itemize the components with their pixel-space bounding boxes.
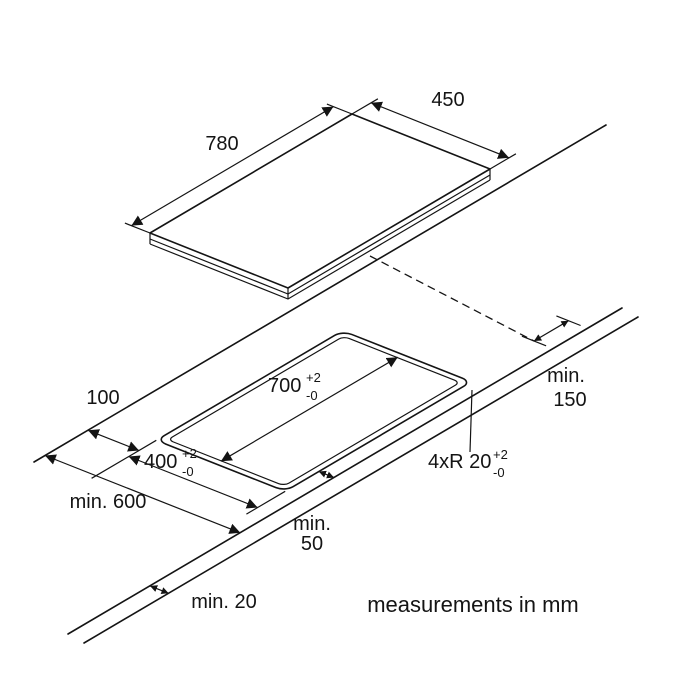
- worktop-front-edge: [67, 307, 623, 635]
- label-front-distance-word: min.: [293, 513, 331, 535]
- label-cutout-width-tol-minus: -0: [182, 464, 194, 479]
- dim-700-arrow: [220, 356, 399, 462]
- dim-min20-arrow: [149, 585, 169, 594]
- label-lower-gap: min. 20: [191, 591, 257, 613]
- label-hob-width: 780: [205, 133, 238, 155]
- dim-min600-arrow: [44, 454, 241, 534]
- label-side-distance-value: 150: [553, 389, 586, 411]
- dim-min150-arrow: [533, 320, 569, 342]
- label-corner-radius: 4xR 20: [428, 451, 491, 473]
- worktop-back-edge: [33, 124, 607, 463]
- worktop-front-edge-lower: [83, 316, 639, 644]
- label-cutout-length: 700: [268, 375, 301, 397]
- label-hob-depth: 450: [431, 89, 464, 111]
- dim-450-ext-1: [351, 98, 379, 115]
- label-worktop-depth: min. 600: [70, 491, 147, 513]
- dim-450-ext-2: [489, 153, 517, 170]
- label-cutout-length-tol-plus: +2: [306, 370, 321, 385]
- label-front-distance-value: 50: [301, 533, 323, 555]
- projection-dashed-line: [369, 255, 535, 342]
- dim-780-ext-2: [326, 103, 353, 115]
- radius-leader-line: [469, 389, 473, 453]
- dim-780-ext-1: [124, 222, 151, 234]
- label-cutout-length-tol-minus: -0: [306, 388, 318, 403]
- dim-100-arrow: [87, 429, 140, 452]
- dim-780-arrow: [131, 106, 334, 227]
- label-cutout-width: 400: [144, 451, 177, 473]
- label-rear-distance: 100: [86, 387, 119, 409]
- label-cutout-width-tol-plus: +2: [182, 446, 197, 461]
- dim-min50-arrow: [318, 470, 335, 479]
- dim-400-ext: [246, 490, 286, 515]
- label-corner-radius-tol-plus: +2: [493, 447, 508, 462]
- footer-note: measurements in mm: [367, 592, 579, 617]
- dim-450-arrow: [370, 101, 510, 159]
- label-side-distance-word: min.: [547, 365, 585, 387]
- label-corner-radius-tol-minus: -0: [493, 465, 505, 480]
